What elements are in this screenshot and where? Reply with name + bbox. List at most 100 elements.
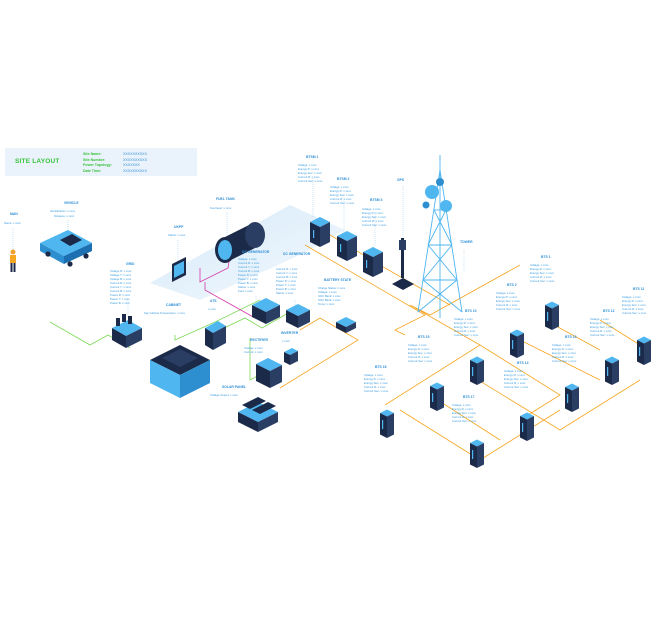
bts-13-line-2: Energy Sec: x xxxx [552,351,576,355]
man-label: MAN [10,212,18,216]
ukpp-line-0: Status: x xxxx [168,233,186,237]
battery-line-3: SOC Bank: x xxxx [318,298,341,302]
bts-15-line-3: Current R: x xxxx [408,355,430,359]
site-layout-title: SITE LAYOUT [15,158,60,165]
cabinet-line-0: Spc Cabinet Temperature: x xxxx [144,311,186,315]
ukpp-label: UKPP [174,225,184,229]
bts-13-label: BTS 13 [565,335,577,339]
power-topology-value: XXXXXXX [123,163,140,167]
bts-rack-unit [380,409,394,438]
bts-14-line-2: Energy Sec: x xxxx [504,377,528,381]
bts-12-line-4: Current Sec: x xxxx [590,333,615,337]
bts-11-line-2: Energy Sec: x xxxx [622,303,646,307]
dg-line-2: Current Y: x xxxx [238,265,260,269]
bts-15-line-2: Energy Sec: x xxxx [408,351,432,355]
battery-line-1: Voltage: x xxxx [318,290,337,294]
grid-line-4: Current Y: x xxxx [110,285,132,289]
bts-11-line-1: Energy R: x xxxx [622,299,644,303]
vehicle-truck [40,230,92,267]
ats-label: ATS [210,299,217,303]
btsm-3-line-1: Energy R: x xxxx [362,211,384,215]
bts-16-line-4: Current Sec: x xxxx [364,389,389,393]
dc-gen-line-2: Current B: x xxxx [276,275,298,279]
btsm-3-label: BTSM 3 [370,198,383,202]
bts-12-line-2: Energy Sec: x xxxx [590,325,614,329]
rectifier-label: RECTIFIER [250,338,268,342]
dc-generator [286,304,310,328]
grid-line-2: Voltage B: x xxxx [110,277,132,281]
bts-racks [380,301,651,468]
battery-line-4: Temp: x xxxx [318,302,335,306]
bts-16-line-2: Energy Sec: x xxxx [364,381,388,385]
bts-11-line-4: Current Sec: x xxxx [622,311,647,315]
btsm-3-line-0: Voltage: x xxxx [362,207,381,211]
bts-12-line-3: Current R: x xxxx [590,329,612,333]
bts-11-line-0: Voltage: x xxxx [622,295,641,299]
vehicle-line-1: Distance: x xxxx [54,214,75,218]
btsm-3-rack [363,247,383,277]
grid-line-7: Power Y: x xxxx [110,297,130,301]
btsm-1-rack [310,217,330,247]
site-name-row: Site Name:XXXXXXXXXX [83,152,147,156]
btsm-2-rack [337,231,357,261]
dg-line-5: Power Y: x xxxx [238,277,258,281]
battery-line-2: SOC Bank: x xxxx [318,294,341,298]
dg-line-3: Current B: x xxxx [238,269,260,273]
cabinet-label: CABINET [166,303,182,307]
btsm-2-line-2: Energy Sec: x xxxx [330,193,354,197]
bts-10-line-2: Energy Sec: x xxxx [454,325,478,329]
ats-line-0: x xxxx [208,307,216,311]
man-line-0: Name: x xxxx [4,221,21,225]
inverter-label: INVERTER [281,331,299,335]
site-number-value: XXXXXXXXXX [123,157,147,162]
site-number-key: Site Number: [83,157,106,162]
bts-2-line-1: Energy R: x xxxx [496,295,518,299]
transmission-beam [150,205,345,300]
grid-line-6: Power R: x xxxx [110,293,131,297]
date-time-key: Date Time: [83,168,102,173]
dg-generator [252,298,280,324]
battery-state [336,317,356,333]
btsm-1-line-1: Energy R: x xxxx [298,167,320,171]
bts-17-label: BTS 17 [463,395,475,399]
bts-rack-unit [470,439,484,468]
bts-17-line-2: Energy Sec: x xxxx [452,411,476,415]
bts-rack-unit [565,383,579,412]
btsm-3-line-3: Current R: x xxxx [362,219,384,223]
dg-line-7: Status: x xxxx [238,285,256,289]
bts-17-line-1: Energy R: x xxxx [452,407,474,411]
rectifier-line-1: Current: x xxxx [244,350,263,354]
bts-16-line-3: Current R: x xxxx [364,385,386,389]
btsm-1-line-3: Current R: x xxxx [298,175,320,179]
bts-14-line-1: Energy R: x xxxx [504,373,526,377]
dc-gen-line-6: Status: x xxxx [276,291,294,295]
bts-1-line-3: Current R: x xxxx [530,275,552,279]
bts-14-line-4: Current Sec: x xxxx [504,385,529,389]
vehicle-line-0: Identification: x xxxx [50,209,76,213]
dc-gen-line-4: Power Y: x xxxx [276,283,296,287]
grid-line-5: Current B: x xxxx [110,289,132,293]
fuel-tank [215,222,265,263]
bts-16-line-0: Voltage: x xxxx [364,373,383,377]
grid-label: GRID [126,262,135,266]
bts-15-line-4: Current Sec: x xxxx [408,359,433,363]
ats-box [205,321,226,350]
bts-2-line-3: Current R: x xxxx [496,303,518,307]
cabinet [150,345,210,398]
ukpp-panel [172,257,186,282]
solar-panel [238,397,278,432]
dc-gen-line-3: Power R: x xxxx [276,279,297,283]
bts-1-line-4: Current Sec: x xxxx [530,279,555,283]
bts-17-line-0: Voltage: x xxxx [452,403,471,407]
vehicle-label: VEHICLE [64,201,79,205]
man-figure [10,249,16,272]
btsm-2-line-3: Current R: x xxxx [330,197,352,201]
bts-15-label: BTS 15 [418,335,430,339]
bts-14-label: BTS 14 [517,361,529,365]
site-name-value: XXXXXXXXXX [123,152,147,156]
bts-14-line-0: Voltage: x xxxx [504,369,523,373]
bts-1-line-0: Voltage: x xxxx [530,263,549,267]
btsm-1-line-0: Voltage: x xxxx [298,163,317,167]
bts-2-line-0: Voltage: x xxxx [496,291,515,295]
